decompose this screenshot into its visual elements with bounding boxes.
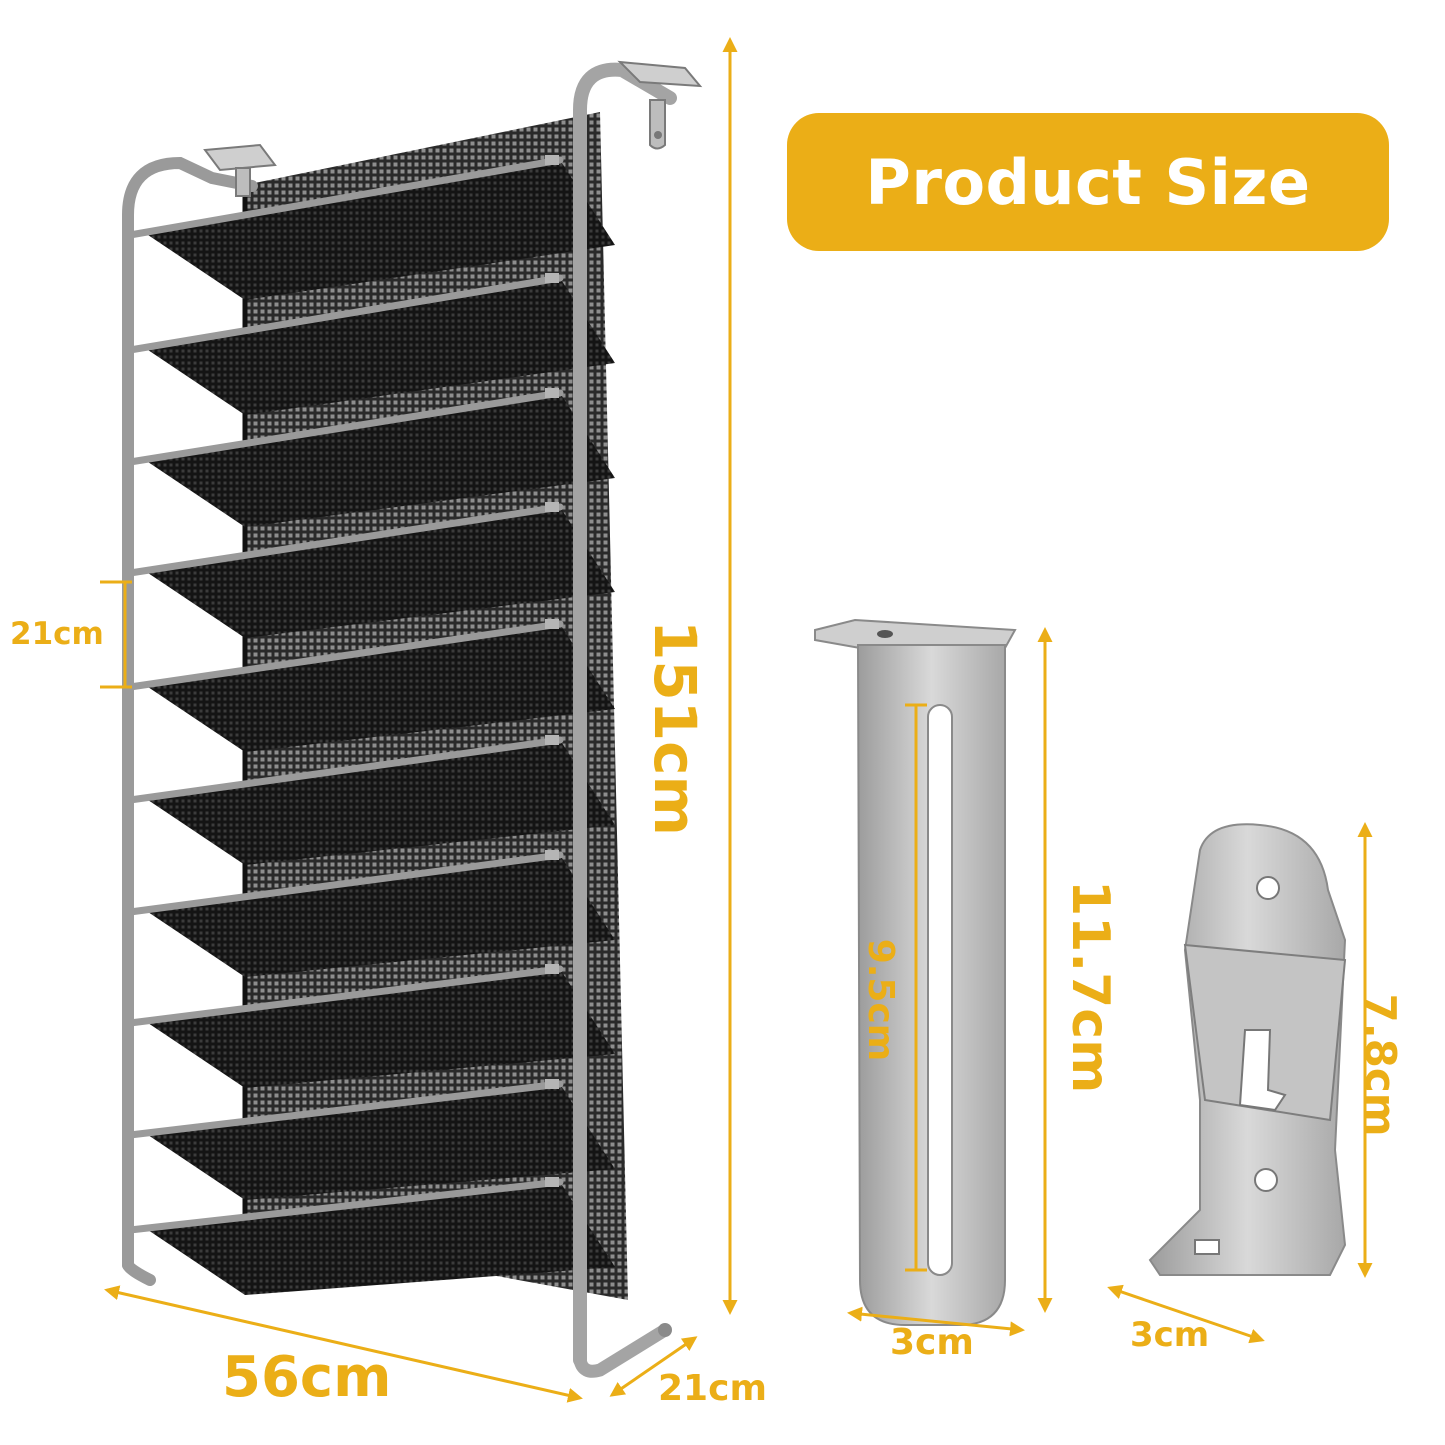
- long-bracket-width-label: 3cm: [890, 1322, 974, 1363]
- rack-hook-left: [203, 143, 277, 197]
- rack-shelf: [126, 964, 615, 1088]
- rack-frame-left: [122, 156, 258, 1271]
- rack-width-label: 56cm: [222, 1345, 392, 1410]
- rack-depth-label: 21cm: [658, 1368, 767, 1409]
- shelf-spacing-label: 21cm: [10, 616, 104, 652]
- shoe-rack-illustration: [122, 60, 703, 1378]
- rack-shelf: [126, 619, 615, 752]
- rack-shelf: [126, 155, 615, 300]
- short-bracket-width-label: 3cm: [1130, 1315, 1210, 1355]
- rack-shelf: [126, 1177, 615, 1295]
- dimension-lines: [100, 37, 1373, 1403]
- short-hook-bracket: [1148, 823, 1347, 1276]
- rack-shelf: [126, 502, 615, 638]
- rack-shelf: [126, 1079, 615, 1200]
- long-bracket-slot-label: 9.5cm: [860, 938, 901, 1062]
- long-hook-bracket: [814, 618, 1017, 1326]
- rack-height-label: 151cm: [641, 620, 709, 836]
- page-title: Product Size: [865, 145, 1311, 219]
- rack-shelf: [126, 850, 615, 977]
- rack-shelf: [126, 735, 615, 865]
- rack-hook-right: [617, 60, 703, 150]
- rack-frame-right: [573, 62, 677, 1367]
- product-size-badge: Product Size: [787, 113, 1389, 251]
- rack-shelf: [126, 273, 615, 415]
- long-bracket-height-label: 11.7cm: [1060, 880, 1120, 1094]
- short-bracket-height-label: 7.8cm: [1356, 993, 1405, 1137]
- rack-shelf: [126, 388, 615, 527]
- rack-shelves: [126, 155, 615, 1295]
